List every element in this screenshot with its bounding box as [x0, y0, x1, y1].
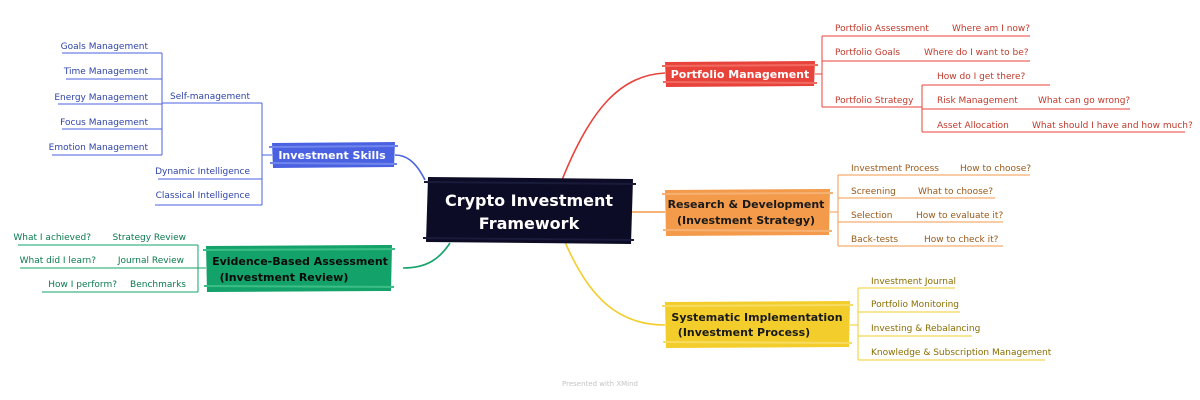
- systematic-implementation-line1: Systematic Implementation: [671, 311, 842, 324]
- central-topic-line1: Crypto Investment: [445, 191, 613, 210]
- risk-management-question: What can go wrong?: [1038, 96, 1130, 106]
- benchmarks-question: How I perform?: [48, 280, 117, 290]
- energy-management-label: Energy Management: [54, 93, 148, 103]
- selection-label: Selection: [851, 211, 892, 221]
- risk-management-label: Risk Management: [937, 96, 1018, 106]
- investment-skills-label: Investment Skills: [278, 149, 386, 162]
- investing-rebalancing-label: Investing & Rebalancing: [871, 324, 980, 334]
- portfolio-management-topic[interactable]: Portfolio Management: [661, 61, 819, 87]
- central-topic[interactable]: Crypto Investment Framework: [422, 177, 637, 244]
- connector-portfolio: [561, 72, 666, 181]
- knowledge-subscription-label: Knowledge & Subscription Management: [871, 348, 1052, 358]
- research-development-line1: Research & Development: [668, 198, 825, 211]
- investment-journal-label: Investment Journal: [871, 277, 956, 287]
- selection-question: How to evaluate it?: [916, 211, 1003, 221]
- investment-skills-topic[interactable]: Investment Skills: [268, 142, 399, 168]
- dynamic-intelligence-label: Dynamic Intelligence: [155, 167, 250, 177]
- strategy-review-label: Strategy Review: [112, 233, 186, 243]
- screening-question: What to choose?: [918, 187, 993, 197]
- branch-evidence-based-assessment: Evidence-Based Assessment (Investment Re…: [13, 233, 396, 293]
- strategy-review-question: What I achieved?: [13, 233, 91, 243]
- portfolio-assessment-label: Portfolio Assessment: [835, 24, 929, 34]
- portfolio-monitoring-label: Portfolio Monitoring: [871, 300, 959, 310]
- research-development-topic[interactable]: Research & Development (Investment Strat…: [661, 189, 834, 236]
- footer-credit: Presented with XMind: [562, 380, 638, 388]
- portfolio-strategy-question: How do I get there?: [937, 72, 1026, 82]
- investment-process-label: Investment Process: [851, 164, 939, 174]
- asset-allocation-question: What should I have and how much?: [1032, 121, 1193, 131]
- branch-investment-skills: Investment Skills Self-management Goals …: [49, 42, 399, 206]
- investment-process-question: How to choose?: [960, 164, 1031, 174]
- systematic-implementation-topic[interactable]: Systematic Implementation (Investment Pr…: [661, 301, 854, 348]
- portfolio-strategy-label: Portfolio Strategy: [835, 96, 914, 106]
- time-management-label: Time Management: [63, 67, 149, 77]
- goals-management-label: Goals Management: [61, 42, 149, 52]
- systematic-implementation-line2: (Investment Process): [678, 326, 810, 339]
- portfolio-goals-question: Where do I want to be?: [924, 48, 1029, 58]
- portfolio-assessment-question: Where am I now?: [952, 24, 1030, 34]
- branch-portfolio-management: Portfolio Management Portfolio Assessmen…: [661, 24, 1193, 133]
- back-tests-question: How to check it?: [924, 235, 999, 245]
- emotion-management-label: Emotion Management: [49, 143, 149, 153]
- research-development-line2: (Investment Strategy): [677, 214, 815, 227]
- branch-systematic-implementation: Systematic Implementation (Investment Pr…: [661, 277, 1052, 361]
- benchmarks-label: Benchmarks: [130, 280, 186, 290]
- main-connectors: [394, 72, 666, 326]
- journal-review-question: What did I learn?: [20, 256, 97, 266]
- connector-evidence: [402, 242, 451, 269]
- central-topic-line2: Framework: [479, 214, 580, 233]
- classical-intelligence-label: Classical Intelligence: [156, 191, 251, 201]
- journal-review-label: Journal Review: [117, 256, 184, 266]
- evidence-based-line2: (Investment Review): [220, 271, 349, 284]
- asset-allocation-label: Asset Allocation: [937, 121, 1009, 131]
- screening-label: Screening: [851, 187, 896, 197]
- connector-implementation: [564, 241, 666, 326]
- connector-skills: [394, 154, 426, 181]
- self-management-label: Self-management: [170, 92, 250, 102]
- branch-research-development: Research & Development (Investment Strat…: [661, 164, 1031, 247]
- portfolio-goals-label: Portfolio Goals: [835, 48, 900, 58]
- evidence-based-assessment-topic[interactable]: Evidence-Based Assessment (Investment Re…: [202, 245, 396, 292]
- focus-management-label: Focus Management: [60, 118, 148, 128]
- back-tests-label: Back-tests: [851, 235, 898, 245]
- evidence-based-line1: Evidence-Based Assessment: [212, 255, 388, 268]
- portfolio-management-label: Portfolio Management: [671, 68, 810, 81]
